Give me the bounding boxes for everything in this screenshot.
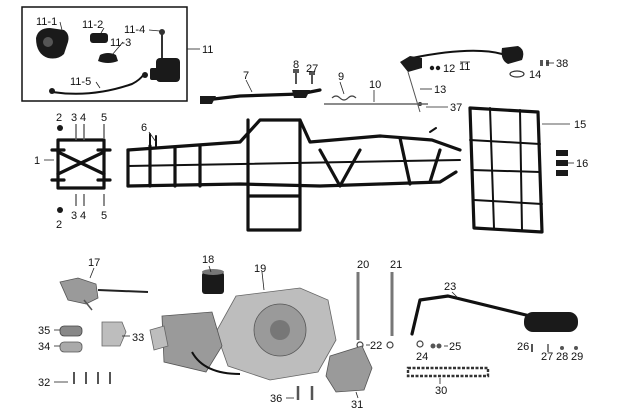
callout-22: 22 xyxy=(370,340,382,352)
callout-38: 38 xyxy=(556,58,568,70)
callout-37: 37 xyxy=(450,102,462,114)
caliper-part xyxy=(36,28,69,59)
group-box xyxy=(21,6,188,102)
callout-5: 5 xyxy=(101,210,107,222)
callout-12: 12 xyxy=(443,63,455,75)
callout-10: 10 xyxy=(369,79,381,91)
callout-15: 15 xyxy=(574,119,586,131)
chain-part: 30 xyxy=(406,366,490,397)
front-guard-part: 1 2 2 3 4 3 4 5 5 xyxy=(34,112,112,231)
callout-2: 2 xyxy=(56,112,62,124)
carburetor-part: 17 xyxy=(59,257,149,311)
callout-34: 34 xyxy=(38,341,50,353)
callout-2: 2 xyxy=(56,219,62,231)
callout-21: 21 xyxy=(390,259,402,271)
callout-11-4: 11-4 xyxy=(124,24,145,36)
callout-25: 25 xyxy=(449,341,461,353)
callout-11-1: 11-1 xyxy=(36,16,57,28)
callout-11: 11 xyxy=(459,61,470,73)
callout-32: 32 xyxy=(38,377,50,389)
callout-26: 26 xyxy=(517,341,529,353)
callout-35: 35 xyxy=(38,325,50,337)
callout-11-3: 11-3 xyxy=(110,37,131,49)
callout-11: 11 xyxy=(202,44,213,56)
callout-9: 9 xyxy=(338,71,344,83)
callout-28: 28 xyxy=(556,351,568,363)
brake-assembly-group: 11-1 11-2 11-3 11-4 11-5 11 xyxy=(21,6,213,102)
callout-18: 18 xyxy=(202,254,214,266)
callout-11-5: 11-5 xyxy=(70,76,91,88)
brake-pad-part xyxy=(90,33,108,43)
callout-17: 17 xyxy=(88,257,100,269)
callout-27: 27 xyxy=(306,63,318,75)
callout-29: 29 xyxy=(571,351,583,363)
callout-7: 7 xyxy=(243,70,249,82)
sprocket-cover-part: 31 36 xyxy=(270,345,373,411)
callout-27: 27 xyxy=(541,351,553,363)
pad-clip-part xyxy=(98,53,118,63)
callout-30: 30 xyxy=(435,385,447,397)
callout-6: 6 xyxy=(141,122,147,134)
callout-13: 13 xyxy=(434,84,446,96)
callout-23: 23 xyxy=(444,281,456,293)
air-filter-part: 18 xyxy=(202,254,224,294)
callout-16: 16 xyxy=(576,158,588,170)
footrest-part: 7 xyxy=(200,70,322,104)
exhaust-hardware: 24 25 26 27 28 29 xyxy=(416,340,583,363)
callout-14: 14 xyxy=(529,69,541,81)
callout-4: 4 xyxy=(80,112,86,124)
rear-rack-part: 15 16 xyxy=(468,106,588,234)
small-hardware-top: 8 27 9 10 xyxy=(293,59,428,105)
master-cylinder-part xyxy=(150,29,180,82)
callout-11-2: 11-2 xyxy=(82,19,103,31)
callout-36: 36 xyxy=(270,393,282,405)
engine-part: 19 xyxy=(149,263,337,381)
callout-31: 31 xyxy=(351,399,363,411)
brake-hose-part xyxy=(51,73,145,95)
callout-20: 20 xyxy=(357,259,369,271)
callout-3: 3 xyxy=(71,210,77,222)
callout-24: 24 xyxy=(416,351,428,363)
callout-1: 1 xyxy=(34,155,40,167)
exhaust-part: 23 xyxy=(410,281,578,336)
callout-8: 8 xyxy=(293,59,299,71)
intake-parts: 33 35 34 32 xyxy=(38,321,144,389)
callout-33: 33 xyxy=(132,332,144,344)
engine-bolts: 20 21 22 xyxy=(356,259,402,352)
callout-3: 3 xyxy=(71,112,77,124)
callout-4: 4 xyxy=(80,210,86,222)
callout-19: 19 xyxy=(254,263,266,275)
callout-5: 5 xyxy=(101,112,107,124)
main-frame-part: 6 xyxy=(126,118,462,232)
